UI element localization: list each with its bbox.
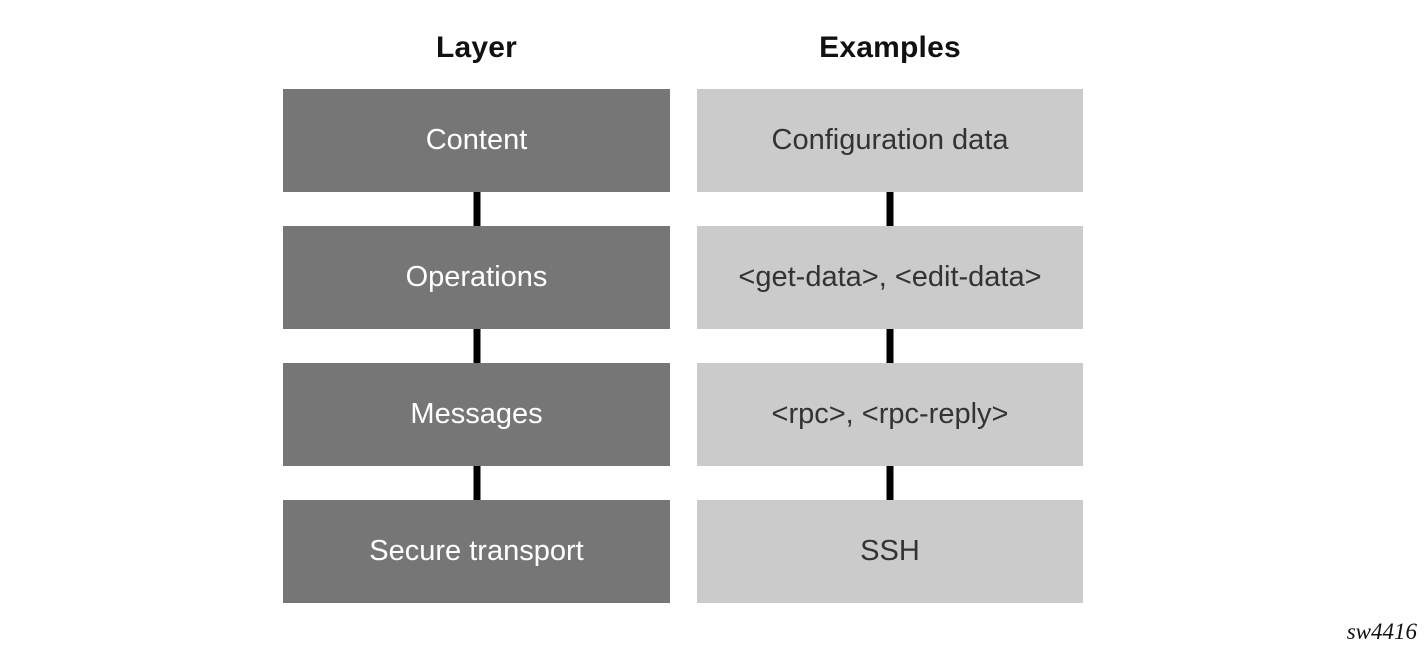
example-box-operations: <get-data>, <edit-data> (697, 226, 1083, 363)
layer-box-content: Content (283, 89, 670, 226)
example-box-label: <get-data>, <edit-data> (738, 260, 1042, 293)
connector-line (473, 192, 480, 226)
connector-line (886, 466, 894, 500)
connector-line (886, 329, 894, 363)
layer-box-operations: Operations (283, 226, 670, 363)
figure-id-label: sw4416 (1346, 619, 1417, 644)
column-header-examples: Examples (819, 31, 961, 64)
column-header-layer: Layer (435, 31, 518, 64)
example-box-label: SSH (860, 534, 920, 567)
example-box-configuration-data: Configuration data (697, 89, 1083, 226)
example-box-messages: <rpc>, <rpc-reply> (697, 363, 1083, 500)
layer-box-label: Content (425, 123, 528, 156)
example-box-label: Configuration data (771, 123, 1009, 156)
connector-line (473, 329, 480, 363)
layer-box-secure-transport: Secure transport (283, 500, 670, 603)
layer-box-messages: Messages (283, 363, 670, 500)
connector-line (886, 192, 894, 226)
example-box-label: <rpc>, <rpc-reply> (771, 397, 1009, 430)
example-box-ssh: SSH (697, 500, 1083, 603)
layer-stack: Content Operations Messages Secure trans… (283, 89, 670, 603)
layer-box-label: Secure transport (369, 534, 584, 567)
examples-stack: Configuration data <get-data>, <edit-dat… (697, 89, 1083, 603)
layer-box-label: Messages (410, 397, 543, 430)
layer-box-label: Operations (405, 260, 548, 293)
connector-line (473, 466, 480, 500)
